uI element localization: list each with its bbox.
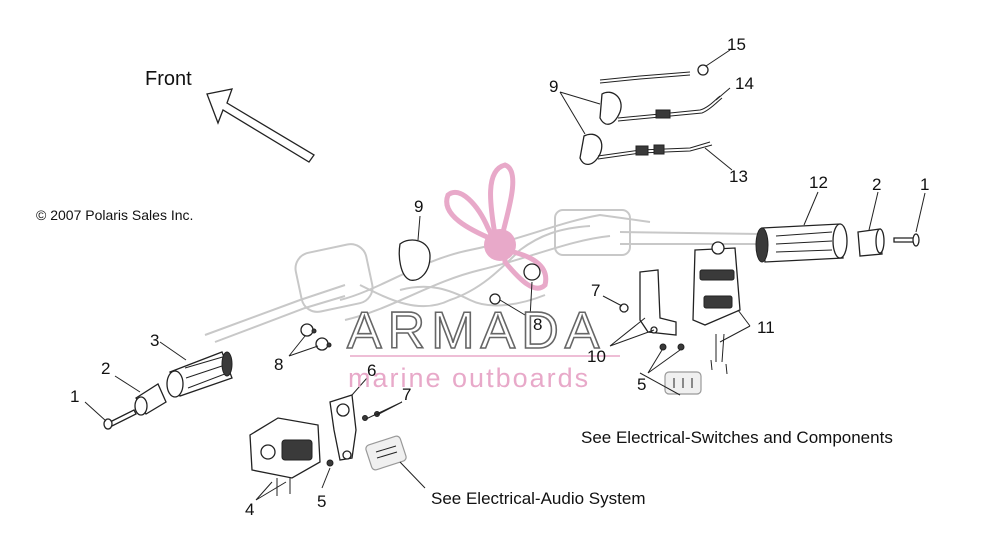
- part-9-center-grommet: [398, 239, 431, 281]
- callout-9-upper: 9: [549, 77, 558, 96]
- watermark-tagline: marine outboards: [348, 363, 590, 393]
- part-8-center-clips: [489, 263, 541, 305]
- callout-11: 11: [757, 318, 775, 337]
- callout-2-right: 2: [872, 175, 881, 194]
- callout-15: 15: [727, 35, 746, 54]
- part-14-cable: [617, 95, 723, 122]
- handlebar-ghost-outline: [204, 209, 761, 343]
- callout-14: 14: [735, 74, 754, 93]
- callout-4: 4: [245, 500, 254, 519]
- part-11-right-switch-housing: [692, 241, 741, 375]
- audio-switch-pad: [365, 435, 407, 471]
- callout-9-center: 9: [414, 197, 423, 216]
- part-9-upper-grommets: [579, 91, 622, 165]
- front-label: Front: [145, 68, 192, 90]
- part-12-right-grip: [755, 223, 848, 263]
- front-direction-arrow: [206, 88, 315, 163]
- part-7-left-screws: [362, 411, 380, 421]
- part-3-left-grip: [166, 351, 233, 398]
- callout-3: 3: [150, 331, 159, 350]
- reference-switches-components: See Electrical-Switches and Components: [581, 428, 893, 447]
- callout-12: 12: [809, 173, 828, 192]
- part-2-right-end-cap: [857, 228, 885, 257]
- callout-10: 10: [587, 347, 606, 366]
- part-8-left-clamps: [300, 323, 332, 351]
- callout-5-right: 5: [637, 375, 646, 394]
- switches-pad: [664, 371, 702, 395]
- part-6-left-bracket: [329, 394, 357, 461]
- callout-2-left: 2: [101, 359, 110, 378]
- part-5-right-screws: [659, 343, 685, 351]
- callout-8-left: 8: [274, 355, 283, 374]
- callout-7-left: 7: [402, 385, 411, 404]
- watermark-brand: ARMADA: [347, 302, 605, 360]
- part-13-cable: [597, 141, 713, 160]
- part-1-right-bolt: [893, 233, 920, 247]
- part-5-left-screw: [326, 459, 334, 467]
- callout-8-center: 8: [533, 315, 542, 334]
- callout-leader-lines: [84, 49, 926, 501]
- callout-5-left: 5: [317, 492, 326, 511]
- callout-1-left: 1: [70, 387, 79, 406]
- callout-13: 13: [729, 167, 748, 186]
- part-10-right-bracket: [639, 269, 677, 336]
- part-2-left-end-cap: [134, 383, 167, 416]
- callout-6: 6: [367, 361, 376, 380]
- armada-propeller-logo: [444, 162, 549, 291]
- callout-7-right: 7: [591, 281, 600, 300]
- copyright-notice: © 2007 Polaris Sales Inc.: [36, 207, 193, 223]
- part-1-left-bolt: [103, 409, 137, 430]
- reference-audio-system: See Electrical-Audio System: [431, 489, 645, 508]
- callout-1-right: 1: [920, 175, 929, 194]
- part-4-left-switch-housing: [249, 417, 321, 496]
- part-15-cable: [599, 64, 709, 84]
